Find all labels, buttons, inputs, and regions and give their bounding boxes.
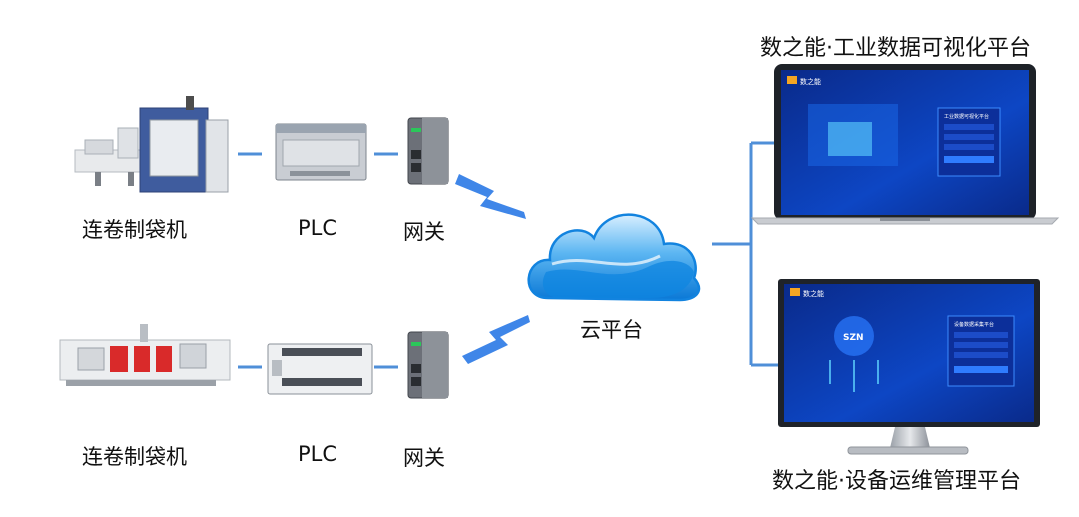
laptop-panel-title: 工业数据可视化平台 xyxy=(944,113,989,120)
top-platform-title: 数之能·工业数据可视化平台 xyxy=(760,36,1031,61)
gateway-device-2 xyxy=(407,331,449,399)
plc-device-2 xyxy=(267,343,373,395)
plc-device-1 xyxy=(275,123,367,181)
branch-connector xyxy=(712,141,782,367)
machine-label-2: 连卷制袋机 xyxy=(82,445,187,469)
bag-machine-2 xyxy=(59,324,231,386)
cloud-label: 云平台 xyxy=(580,318,643,342)
plc-label-1: PLC xyxy=(298,216,338,240)
logo-icon xyxy=(787,76,797,84)
monitor-login-panel xyxy=(947,315,1015,387)
bottom-platform-title: 数之能·设备运维管理平台 xyxy=(772,469,1021,494)
monitor-screen-logo: 数之能 xyxy=(803,289,824,298)
cloud-icon xyxy=(527,213,701,302)
gateway-label-1: 网关 xyxy=(403,220,445,244)
monitor-panel-title: 设备数据采集平台 xyxy=(954,321,994,328)
lightning-icon-2 xyxy=(462,315,530,364)
gateway-device-1 xyxy=(407,117,449,185)
laptop-device: 数之能 工业数据可视化平台 xyxy=(750,64,1060,225)
monitor-hub-text: SZN xyxy=(843,333,864,343)
laptop-screen-logo: 数之能 xyxy=(800,77,821,86)
laptop-login-panel xyxy=(937,107,1001,177)
bag-machine-1 xyxy=(74,96,229,193)
logo-icon xyxy=(790,288,800,296)
gateway-label-2: 网关 xyxy=(403,446,445,470)
plc-label-2: PLC xyxy=(298,442,338,466)
monitor-device: 数之能 SZN 设备数据采集平台 xyxy=(778,279,1040,455)
monitor-hub-circle xyxy=(834,316,874,356)
machine-label-1: 连卷制袋机 xyxy=(82,218,187,242)
lightning-icon-1 xyxy=(455,174,526,219)
